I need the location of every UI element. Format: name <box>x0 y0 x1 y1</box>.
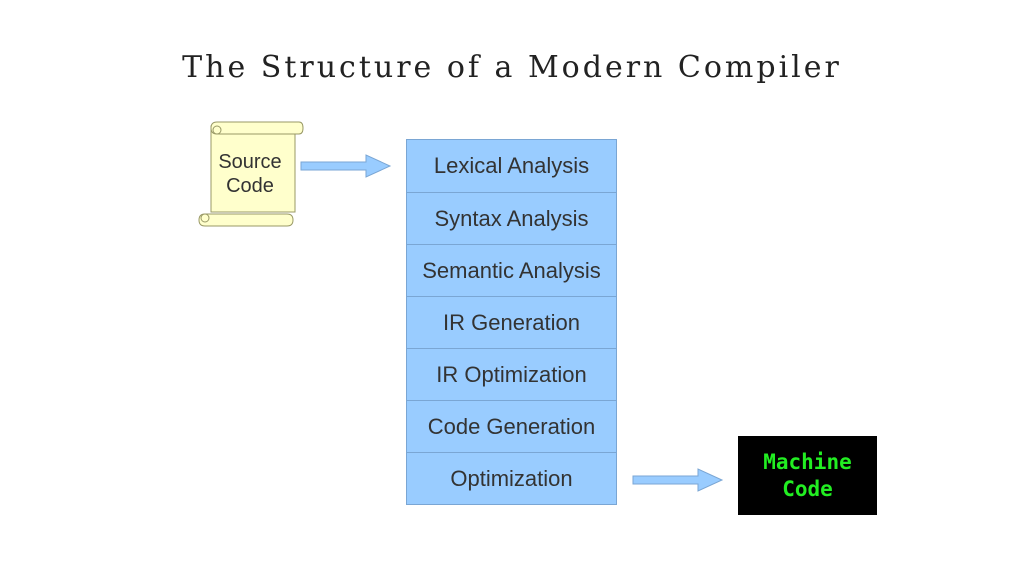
stage-code-generation: Code Generation <box>407 400 616 452</box>
stage-syntax-analysis: Syntax Analysis <box>407 192 616 244</box>
stage-lexical-analysis: Lexical Analysis <box>433 153 590 178</box>
arrow-to-lexical <box>300 154 392 178</box>
stage-ir-generation: IR Generation <box>407 296 616 348</box>
machine-code-label: Machine Code <box>763 449 852 501</box>
stage-semantic-analysis: Semantic Analysis <box>407 244 616 296</box>
stage-ir-optimization: IR Optimization <box>407 348 616 400</box>
arrow-to-machine-code <box>632 468 724 492</box>
diagram-title: The Structure of a Modern Compiler <box>182 50 842 85</box>
stage-optimization: Optimization <box>407 452 616 504</box>
source-code-label: Source Code <box>218 151 282 197</box>
machine-code-box: Machine Code <box>738 436 877 515</box>
scroll-icon <box>198 121 304 227</box>
